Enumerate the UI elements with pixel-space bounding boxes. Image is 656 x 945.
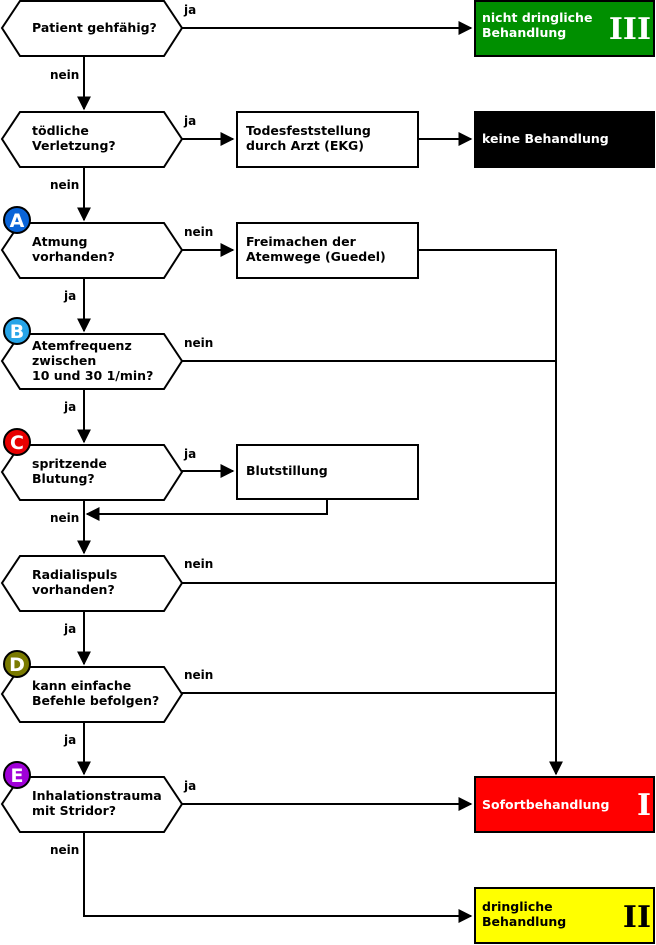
connectors [77, 21, 563, 923]
badge-b: B [3, 317, 31, 345]
badge-letter: B [10, 321, 24, 343]
outcome-text: Behandlung [482, 25, 566, 40]
badge-letter: C [10, 432, 24, 454]
action-text: Blutstillung [246, 463, 328, 478]
label-d2-nein: nein [50, 178, 79, 192]
label-d7-ja: ja [63, 733, 76, 747]
label-d7-nein: nein [184, 668, 213, 682]
decision-text: vorhanden? [32, 249, 115, 264]
label-d6-ja: ja [63, 622, 76, 636]
outcome-keine-behandlung: keine Behandlung [474, 111, 655, 168]
decision-text: kann einfache [32, 678, 131, 693]
outcome-text: nicht dringliche [482, 10, 592, 25]
decision-text: Radialispuls [32, 567, 117, 582]
decision-text: Verletzung? [32, 138, 116, 153]
outcome-text: Behandlung [482, 914, 566, 929]
decision-text: Atmung [32, 234, 87, 249]
badge-letter: D [9, 654, 25, 676]
decision-text: Blutung? [32, 471, 95, 486]
outcome-text: dringliche [482, 899, 553, 914]
triage-grade: II [623, 900, 651, 935]
outcome-text: keine Behandlung [482, 131, 609, 146]
badge-a: A [3, 206, 31, 234]
svg-text:Patient gehfähig?: Patient gehfähig? [32, 20, 157, 35]
label-d5-nein: nein [50, 511, 79, 525]
label-d8-nein: nein [50, 843, 79, 857]
label-d3-ja: ja [63, 289, 76, 303]
label-d6-nein: nein [184, 557, 213, 571]
edge-d8-dringlich [83, 833, 473, 923]
badge-e: E [3, 761, 31, 789]
decision-text: mit Stridor? [32, 803, 116, 818]
triage-grade: I [637, 788, 651, 823]
label-d1-nein: nein [50, 68, 79, 82]
action-blutstillung: Blutstillung [236, 444, 419, 500]
action-text: durch Arzt (EKG) [246, 138, 364, 153]
badge-letter: E [11, 765, 24, 787]
decision-patient-gehfaehig: Patient gehfähig? [0, 0, 184, 57]
decision-text: vorhanden? [32, 582, 115, 597]
decision-text: Inhalationstrauma [32, 788, 162, 803]
label-d5-ja: ja [183, 447, 196, 461]
badge-d: D [3, 650, 31, 678]
triage-grade: III [609, 12, 651, 47]
decision-text: spritzende [32, 456, 107, 471]
action-text: Freimachen der [246, 234, 357, 249]
svg-text:keine Behandlung: keine Behandlung [482, 131, 609, 146]
decision-text: 10 und 30 1/min? [32, 368, 153, 383]
decision-text: tödliche [32, 123, 89, 138]
edge-labels: ja nein ja nein nein ja nein ja ja nein … [50, 3, 213, 857]
action-text: Todesfeststellung [246, 123, 371, 138]
decision-text: Patient gehfähig? [32, 20, 157, 35]
label-d4-ja: ja [63, 400, 76, 414]
decision-text: zwischen [32, 353, 96, 368]
decision-text: Atemfrequenz [32, 338, 132, 353]
label-d3-nein: nein [184, 225, 213, 239]
edge-blut-return [85, 499, 328, 521]
label-d8-ja: ja [183, 779, 196, 793]
label-d1-ja: ja [183, 3, 196, 17]
label-d2-ja: ja [183, 114, 196, 128]
badge-letter: A [10, 210, 25, 232]
svg-text:Blutstillung: Blutstillung [246, 463, 328, 478]
decision-text: Befehle befolgen? [32, 693, 159, 708]
outcome-text: Sofortbehandlung [482, 797, 609, 812]
label-d4-nein: nein [184, 336, 213, 350]
svg-text:Sofortbehandlung: Sofortbehandlung [482, 797, 609, 812]
badge-c: C [3, 428, 31, 456]
action-text: Atemwege (Guedel) [246, 249, 386, 264]
outcome-sofortbehandlung: Sofortbehandlung I [474, 776, 655, 833]
